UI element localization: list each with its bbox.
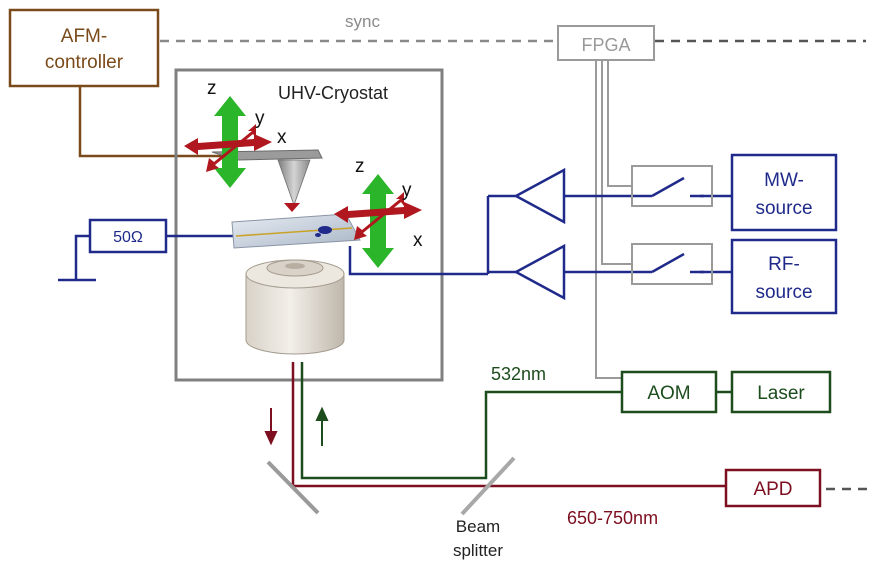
laser-label: Laser — [757, 383, 805, 404]
tip-axis-y-arrow — [206, 124, 256, 172]
afm-controller-box[interactable] — [8, 8, 160, 88]
apd-box[interactable] — [724, 468, 822, 508]
rf-source-box[interactable] — [730, 238, 838, 315]
sample-stripline — [235, 227, 353, 237]
aom-label: AOM — [647, 383, 690, 404]
rf-source-label-line1: RF- — [768, 254, 800, 275]
aom-box[interactable] — [620, 370, 718, 414]
tip-axis-z-label: z — [207, 78, 217, 99]
arrow-down-red — [264, 408, 278, 446]
rf-source-label-line2: source — [755, 282, 812, 303]
wavelength-532-label: 532nm — [491, 364, 546, 384]
sample-axis-x-label: x — [413, 230, 423, 251]
switch-rf[interactable] — [631, 243, 713, 285]
beam-splitter-label-line1: Beam — [456, 517, 500, 536]
sample-axis-z-arrow — [362, 174, 394, 268]
mw-source-box[interactable] — [730, 153, 838, 232]
fpga-box[interactable] — [557, 25, 655, 61]
uhv-cryostat-label: UHV-Cryostat — [278, 83, 388, 103]
afm-controller-label-line2: controller — [45, 52, 124, 73]
afm-tip-cone — [277, 159, 311, 207]
beam-excitation-green — [300, 362, 622, 480]
sample-axis-y-label: y — [402, 180, 412, 201]
sync-label: sync — [345, 12, 380, 31]
beam-splitter — [460, 456, 516, 516]
switch-mw[interactable] — [631, 165, 713, 207]
resistor-50ohm-box[interactable] — [88, 218, 168, 254]
arrow-up-green — [315, 406, 329, 446]
sample-axis-x-arrow — [334, 202, 422, 223]
beam-splitter-label-line2: splitter — [453, 541, 503, 560]
sample-axis-z-label: z — [355, 156, 365, 177]
mw-wiring — [348, 194, 732, 276]
apd-label: APD — [753, 479, 792, 500]
fpga-label: FPGA — [581, 35, 630, 55]
afm-controller-label-line1: AFM- — [61, 26, 107, 47]
fpga-trigger-lines — [595, 60, 632, 379]
tip-red-marker — [284, 203, 300, 212]
tip-axis-x-label: x — [277, 127, 287, 148]
sample-nv-marker — [318, 226, 332, 234]
uhv-cryostat-box — [174, 68, 444, 382]
resistor-50ohm-label: 50Ω — [113, 229, 143, 246]
wavelength-650-750-label: 650-750nm — [567, 508, 658, 528]
ground-symbol — [58, 234, 96, 282]
amplifier-mw — [513, 167, 566, 225]
mw-source-label-line2: source — [755, 198, 812, 219]
sample-nv-marker-2 — [315, 233, 321, 237]
objective-lens — [245, 259, 345, 355]
tip-axis-x-arrow — [184, 134, 272, 155]
afm-wire — [78, 86, 228, 158]
mirror — [266, 460, 320, 515]
sample-plate — [231, 213, 361, 249]
mw-source-label-line1: MW- — [764, 170, 804, 191]
sample-axis-y-arrow — [354, 192, 404, 240]
tip-axis-y-label: y — [255, 108, 265, 129]
laser-box[interactable] — [730, 370, 832, 414]
amplifier-rf — [513, 243, 566, 301]
